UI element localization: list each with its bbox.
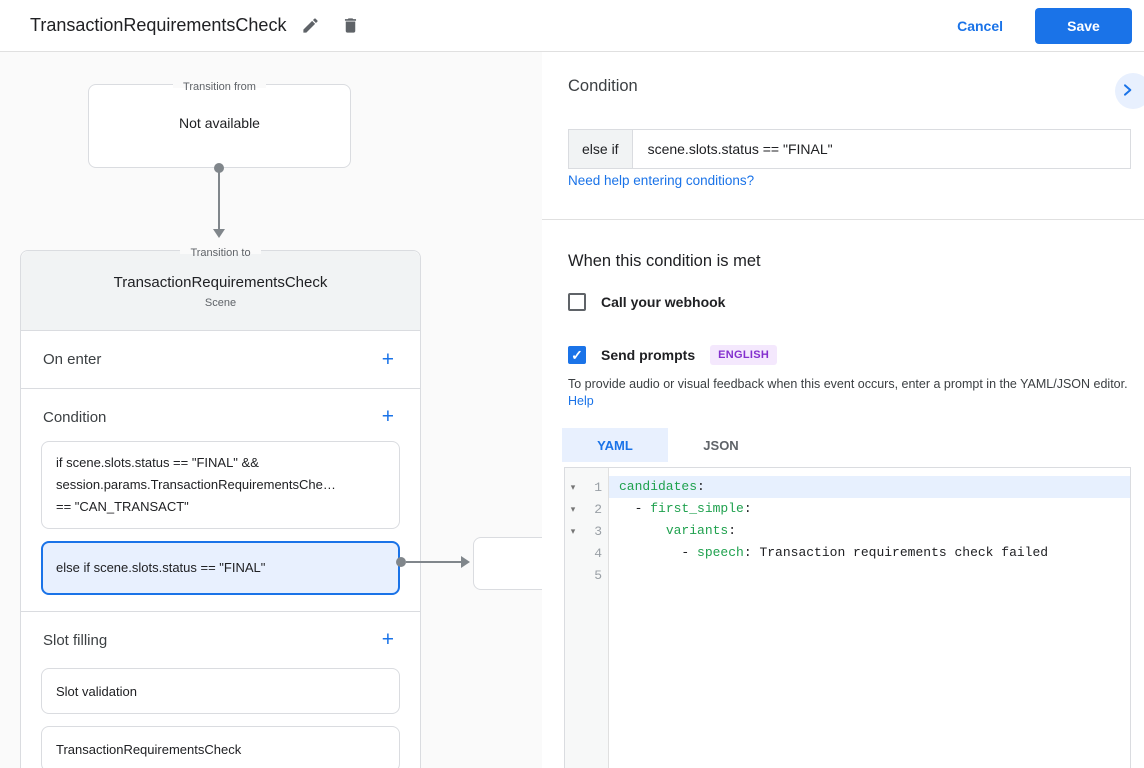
panel-divider	[542, 219, 1144, 220]
code-line[interactable]: candidates:	[609, 476, 1130, 498]
editor-tabs: YAML JSON	[562, 428, 774, 462]
chevron-right-icon	[1119, 82, 1135, 101]
edit-button[interactable]	[294, 10, 326, 42]
transition-from-legend: Transition from	[89, 77, 350, 95]
prompts-description: To provide audio or visual feedback when…	[568, 377, 1128, 408]
webhook-row: Call your webhook	[568, 293, 725, 311]
line-number: 5	[594, 567, 602, 583]
line-number: 3	[594, 523, 602, 539]
conditions-help-link[interactable]: Need help entering conditions?	[568, 173, 755, 188]
editor-gutter: ▾ 1 ▾ 2 ▾ 3 4 5	[565, 468, 609, 768]
fold-toggle-icon[interactable]: ▾	[570, 525, 576, 536]
line-number: 2	[594, 501, 602, 517]
condition-item-selected[interactable]: else if scene.slots.status == "FINAL"	[41, 541, 400, 595]
slot-item[interactable]: Slot validation	[41, 668, 400, 714]
condition-section-label: Condition	[43, 408, 107, 426]
transition-from-node: Transition from Not available	[88, 80, 351, 168]
condition-section: Condition + if scene.slots.status == "FI…	[21, 389, 420, 612]
on-enter-label: On enter	[43, 351, 102, 368]
line-number: 4	[594, 545, 602, 561]
connector-dot	[214, 163, 224, 173]
slot-filling-section: Slot filling + Slot validation Transacti…	[21, 612, 420, 768]
code-line[interactable]: - speech: Transaction requirements check…	[619, 545, 1049, 560]
code-editor: ▾ 1 ▾ 2 ▾ 3 4 5	[564, 467, 1131, 768]
line-number: 1	[594, 479, 602, 495]
top-bar: TransactionRequirementsCheck Cancel Save	[0, 0, 1144, 52]
slot-filling-label: Slot filling	[43, 631, 108, 649]
condition-expression-input[interactable]: scene.slots.status == "FINAL"	[647, 141, 833, 157]
webhook-label: Call your webhook	[601, 294, 726, 310]
code-line[interactable]: variants:	[665, 523, 737, 538]
panel-title: Condition	[568, 77, 638, 95]
scene-node-type: Scene	[204, 297, 237, 309]
send-prompts-row: ✓ Send prompts ENGLISH	[568, 345, 778, 365]
editor-code-area[interactable]: candidates: - first_simple: variants: - …	[609, 468, 1130, 768]
when-condition-heading: When this condition is met	[568, 252, 761, 270]
flow-canvas: Transition from Not available Transition…	[0, 52, 542, 768]
webhook-checkbox[interactable]	[568, 293, 586, 311]
page-title: TransactionRequirementsCheck	[30, 15, 287, 35]
cancel-button[interactable]: Cancel	[941, 10, 1019, 42]
help-link[interactable]: Help	[568, 394, 594, 408]
send-prompts-checkbox[interactable]: ✓	[568, 346, 586, 364]
add-slot-button[interactable]: +	[376, 628, 400, 652]
condition-item[interactable]: if scene.slots.status == "FINAL" && sess…	[41, 441, 400, 529]
scene-node-header[interactable]: TransactionRequirementsCheck Scene	[21, 251, 420, 331]
add-on-enter-button[interactable]: +	[376, 348, 400, 372]
code-line[interactable]: - first_simple:	[619, 501, 752, 516]
condition-input-group: else if scene.slots.status == "FINAL"	[568, 129, 1131, 169]
arrow-down-icon	[213, 229, 225, 238]
on-enter-row: On enter +	[21, 331, 420, 389]
transition-target-node[interactable]	[473, 537, 542, 590]
fold-toggle-icon[interactable]: ▾	[570, 503, 576, 514]
connector-line	[218, 172, 220, 229]
scene-node-title: TransactionRequirementsCheck	[113, 274, 328, 291]
check-icon: ✓	[571, 347, 583, 363]
scene-node: Transition to TransactionRequirementsChe…	[20, 246, 421, 768]
fold-toggle-icon[interactable]: ▾	[570, 481, 576, 492]
delete-button[interactable]	[334, 10, 366, 42]
save-button[interactable]: Save	[1035, 7, 1132, 44]
condition-panel: Condition else if scene.slots.status == …	[542, 52, 1144, 768]
tab-yaml[interactable]: YAML	[562, 428, 668, 462]
transition-from-text: Not available	[179, 115, 260, 131]
arrow-right-icon	[461, 556, 470, 568]
trash-icon	[341, 16, 360, 35]
tab-json[interactable]: JSON	[703, 437, 739, 453]
code-line[interactable]	[609, 564, 1130, 586]
language-badge: ENGLISH	[710, 345, 778, 365]
add-condition-button[interactable]: +	[376, 405, 400, 429]
connector-dot	[396, 557, 406, 567]
collapse-panel-button[interactable]	[1115, 73, 1144, 109]
pencil-icon	[301, 16, 320, 35]
connector-line	[406, 561, 461, 563]
condition-prefix-label: else if	[569, 130, 633, 168]
send-prompts-label: Send prompts	[601, 347, 696, 363]
slot-item[interactable]: TransactionRequirementsCheck	[41, 726, 400, 768]
